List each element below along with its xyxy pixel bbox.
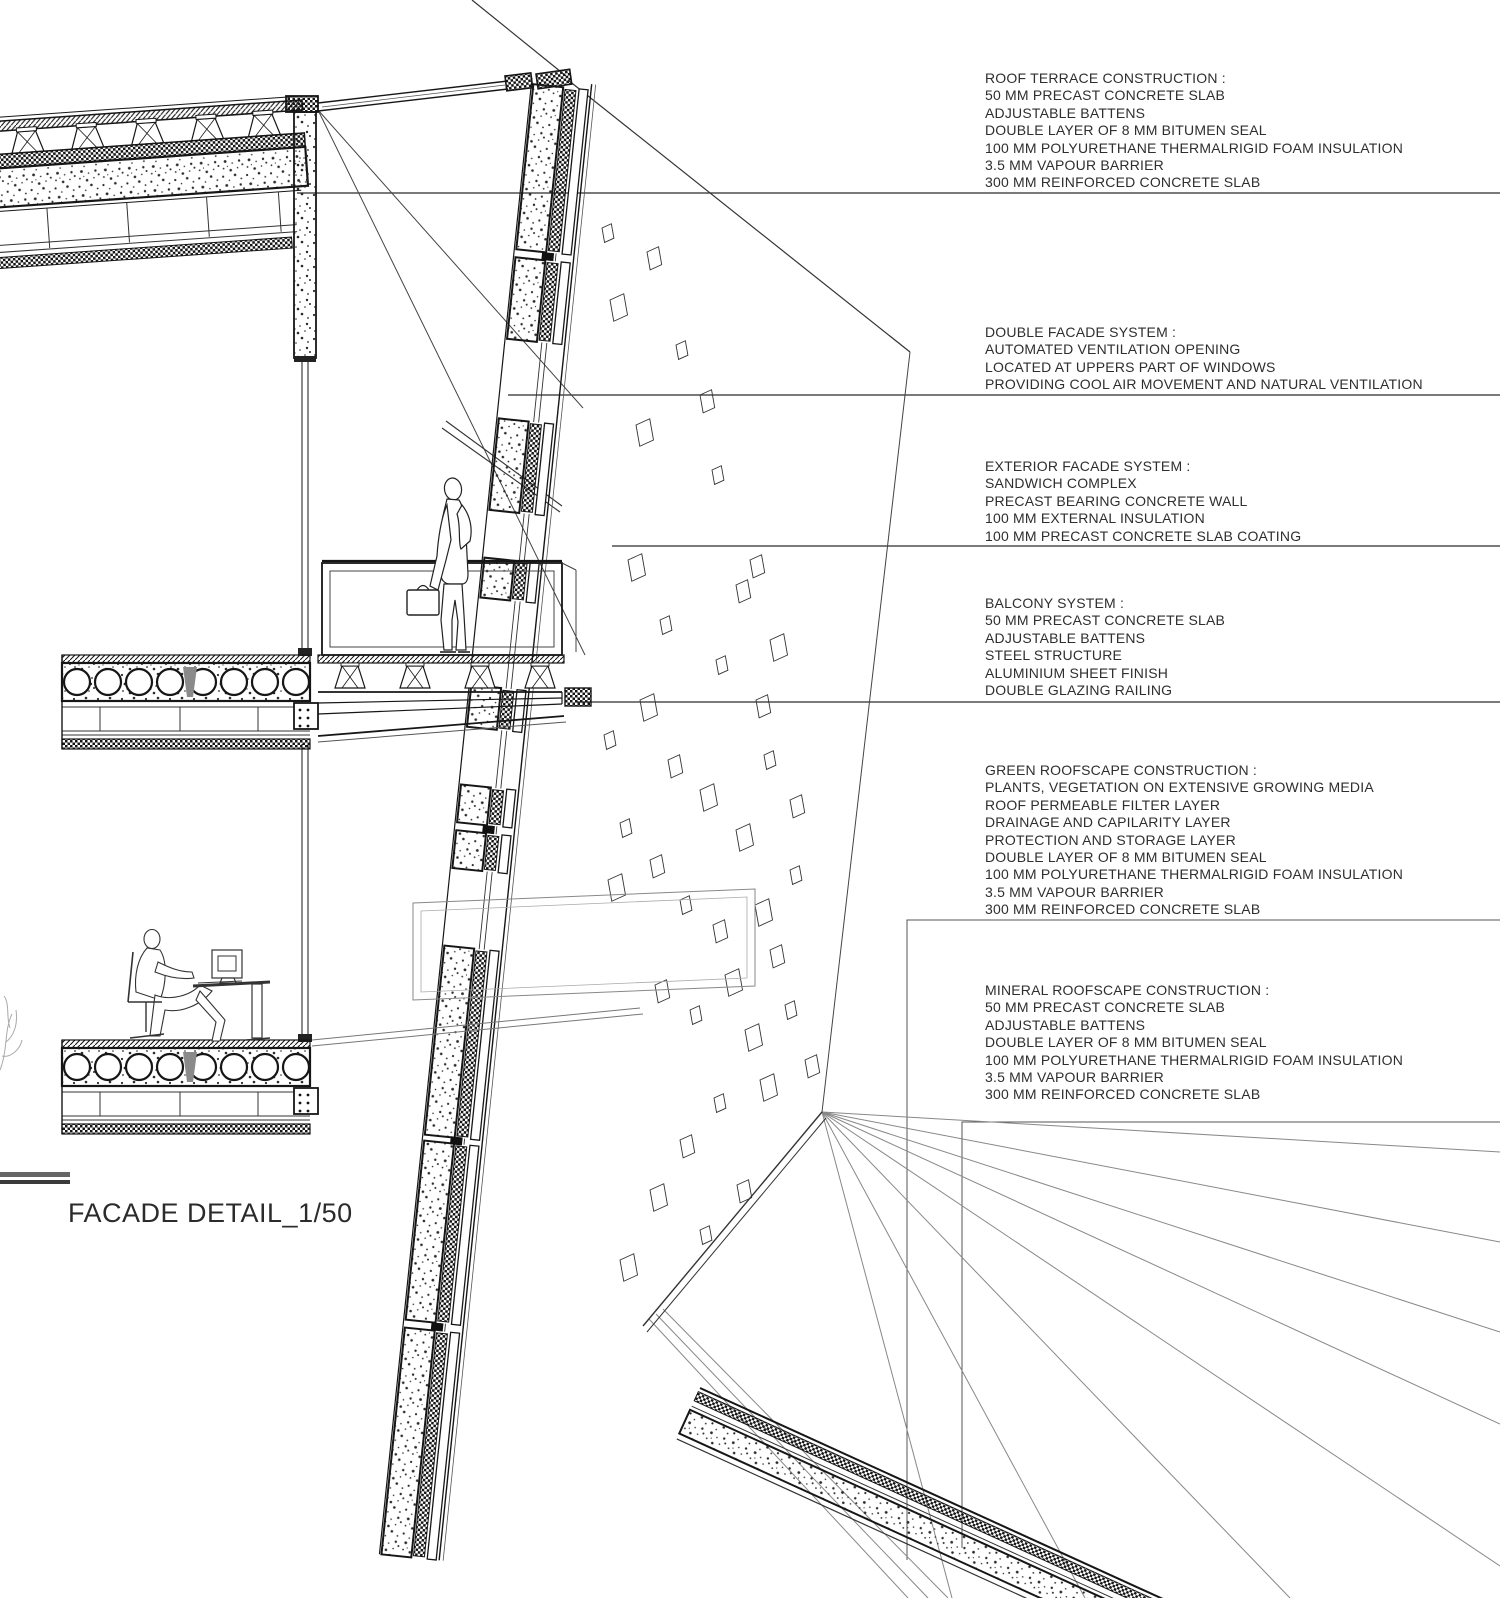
perforation — [679, 1134, 696, 1159]
desk-computer — [192, 949, 271, 1041]
annotation-mineral-roofscape: MINERAL ROOFSCAPE CONSTRUCTION : 50 MM P… — [985, 982, 1403, 1103]
perforation — [712, 919, 729, 944]
annotation-exterior-facade: EXTERIOR FACADE SYSTEM : SANDWICH COMPLE… — [985, 458, 1302, 544]
perforation — [724, 968, 744, 997]
perforation — [763, 750, 777, 771]
perforation-field — [601, 223, 821, 1282]
structural-column — [285, 95, 319, 1042]
seated-person-figure — [127, 928, 226, 1042]
perforation — [754, 898, 774, 927]
perforation — [769, 944, 786, 969]
annotation-double-facade: DOUBLE FACADE SYSTEM : AUTOMATED VENTILA… — [985, 324, 1423, 393]
perforation — [759, 1073, 779, 1102]
perforation — [675, 340, 689, 361]
annotation-roof-terrace: ROOF TERRACE CONSTRUCTION : 50 MM PRECAS… — [985, 70, 1403, 191]
perforation — [639, 693, 659, 722]
perforation — [601, 223, 615, 244]
perforation — [699, 1225, 713, 1246]
facade-sandwich-wall — [378, 77, 597, 1561]
perforation — [603, 730, 617, 751]
perforation — [646, 246, 663, 271]
perforation — [607, 873, 627, 902]
perforation — [699, 783, 719, 812]
perforation — [735, 579, 752, 604]
drawing-title: FACADE DETAIL_1/50 — [68, 1198, 353, 1228]
standing-person-figure — [406, 477, 472, 653]
perforation — [736, 1179, 753, 1204]
perforation — [755, 694, 772, 719]
perforation — [627, 553, 647, 582]
perforation — [667, 754, 684, 779]
perforation — [654, 979, 671, 1004]
annotation-balcony: BALCONY SYSTEM : 50 MM PRECAST CONCRETE … — [985, 595, 1226, 699]
perforation — [619, 818, 633, 839]
perforation — [784, 1000, 798, 1021]
perforation — [735, 823, 755, 852]
perforation — [769, 633, 789, 662]
perforation — [679, 895, 693, 916]
perforation — [804, 1054, 821, 1079]
perforated-rain-screen — [471, 0, 911, 1333]
annotation-green-roofscape: GREEN ROOFSCAPE CONSTRUCTION : PLANTS, V… — [985, 762, 1403, 918]
interior-back-window — [311, 888, 756, 1047]
detail-frame-green-roofscape — [906, 919, 1500, 1560]
perforation — [609, 293, 629, 322]
upper-floor-slab — [60, 654, 319, 750]
balcony-assembly — [317, 654, 592, 743]
perforation — [699, 389, 716, 414]
perforation — [715, 655, 729, 676]
perforation — [713, 1093, 727, 1114]
perforation — [789, 865, 803, 886]
perspective-fan-lines — [648, 1111, 1500, 1598]
perforation — [789, 794, 806, 819]
perforation — [619, 1253, 639, 1282]
perforation — [689, 1005, 703, 1026]
perforation — [635, 418, 655, 447]
lower-floor-slab — [60, 1039, 319, 1135]
roof-terrace-assembly — [0, 95, 310, 270]
sightline-diagonals — [317, 109, 586, 656]
perforation — [659, 615, 673, 636]
perforation — [649, 854, 666, 879]
tree-sketch — [0, 995, 23, 1071]
perforation — [711, 465, 725, 486]
perforation — [649, 1183, 669, 1212]
detail-frame-mineral-roofscape — [961, 1121, 1500, 1548]
perforation — [749, 554, 766, 579]
green-roof-assembly — [676, 1387, 1197, 1598]
perforation — [744, 1023, 764, 1052]
scale-bar — [0, 1172, 70, 1184]
